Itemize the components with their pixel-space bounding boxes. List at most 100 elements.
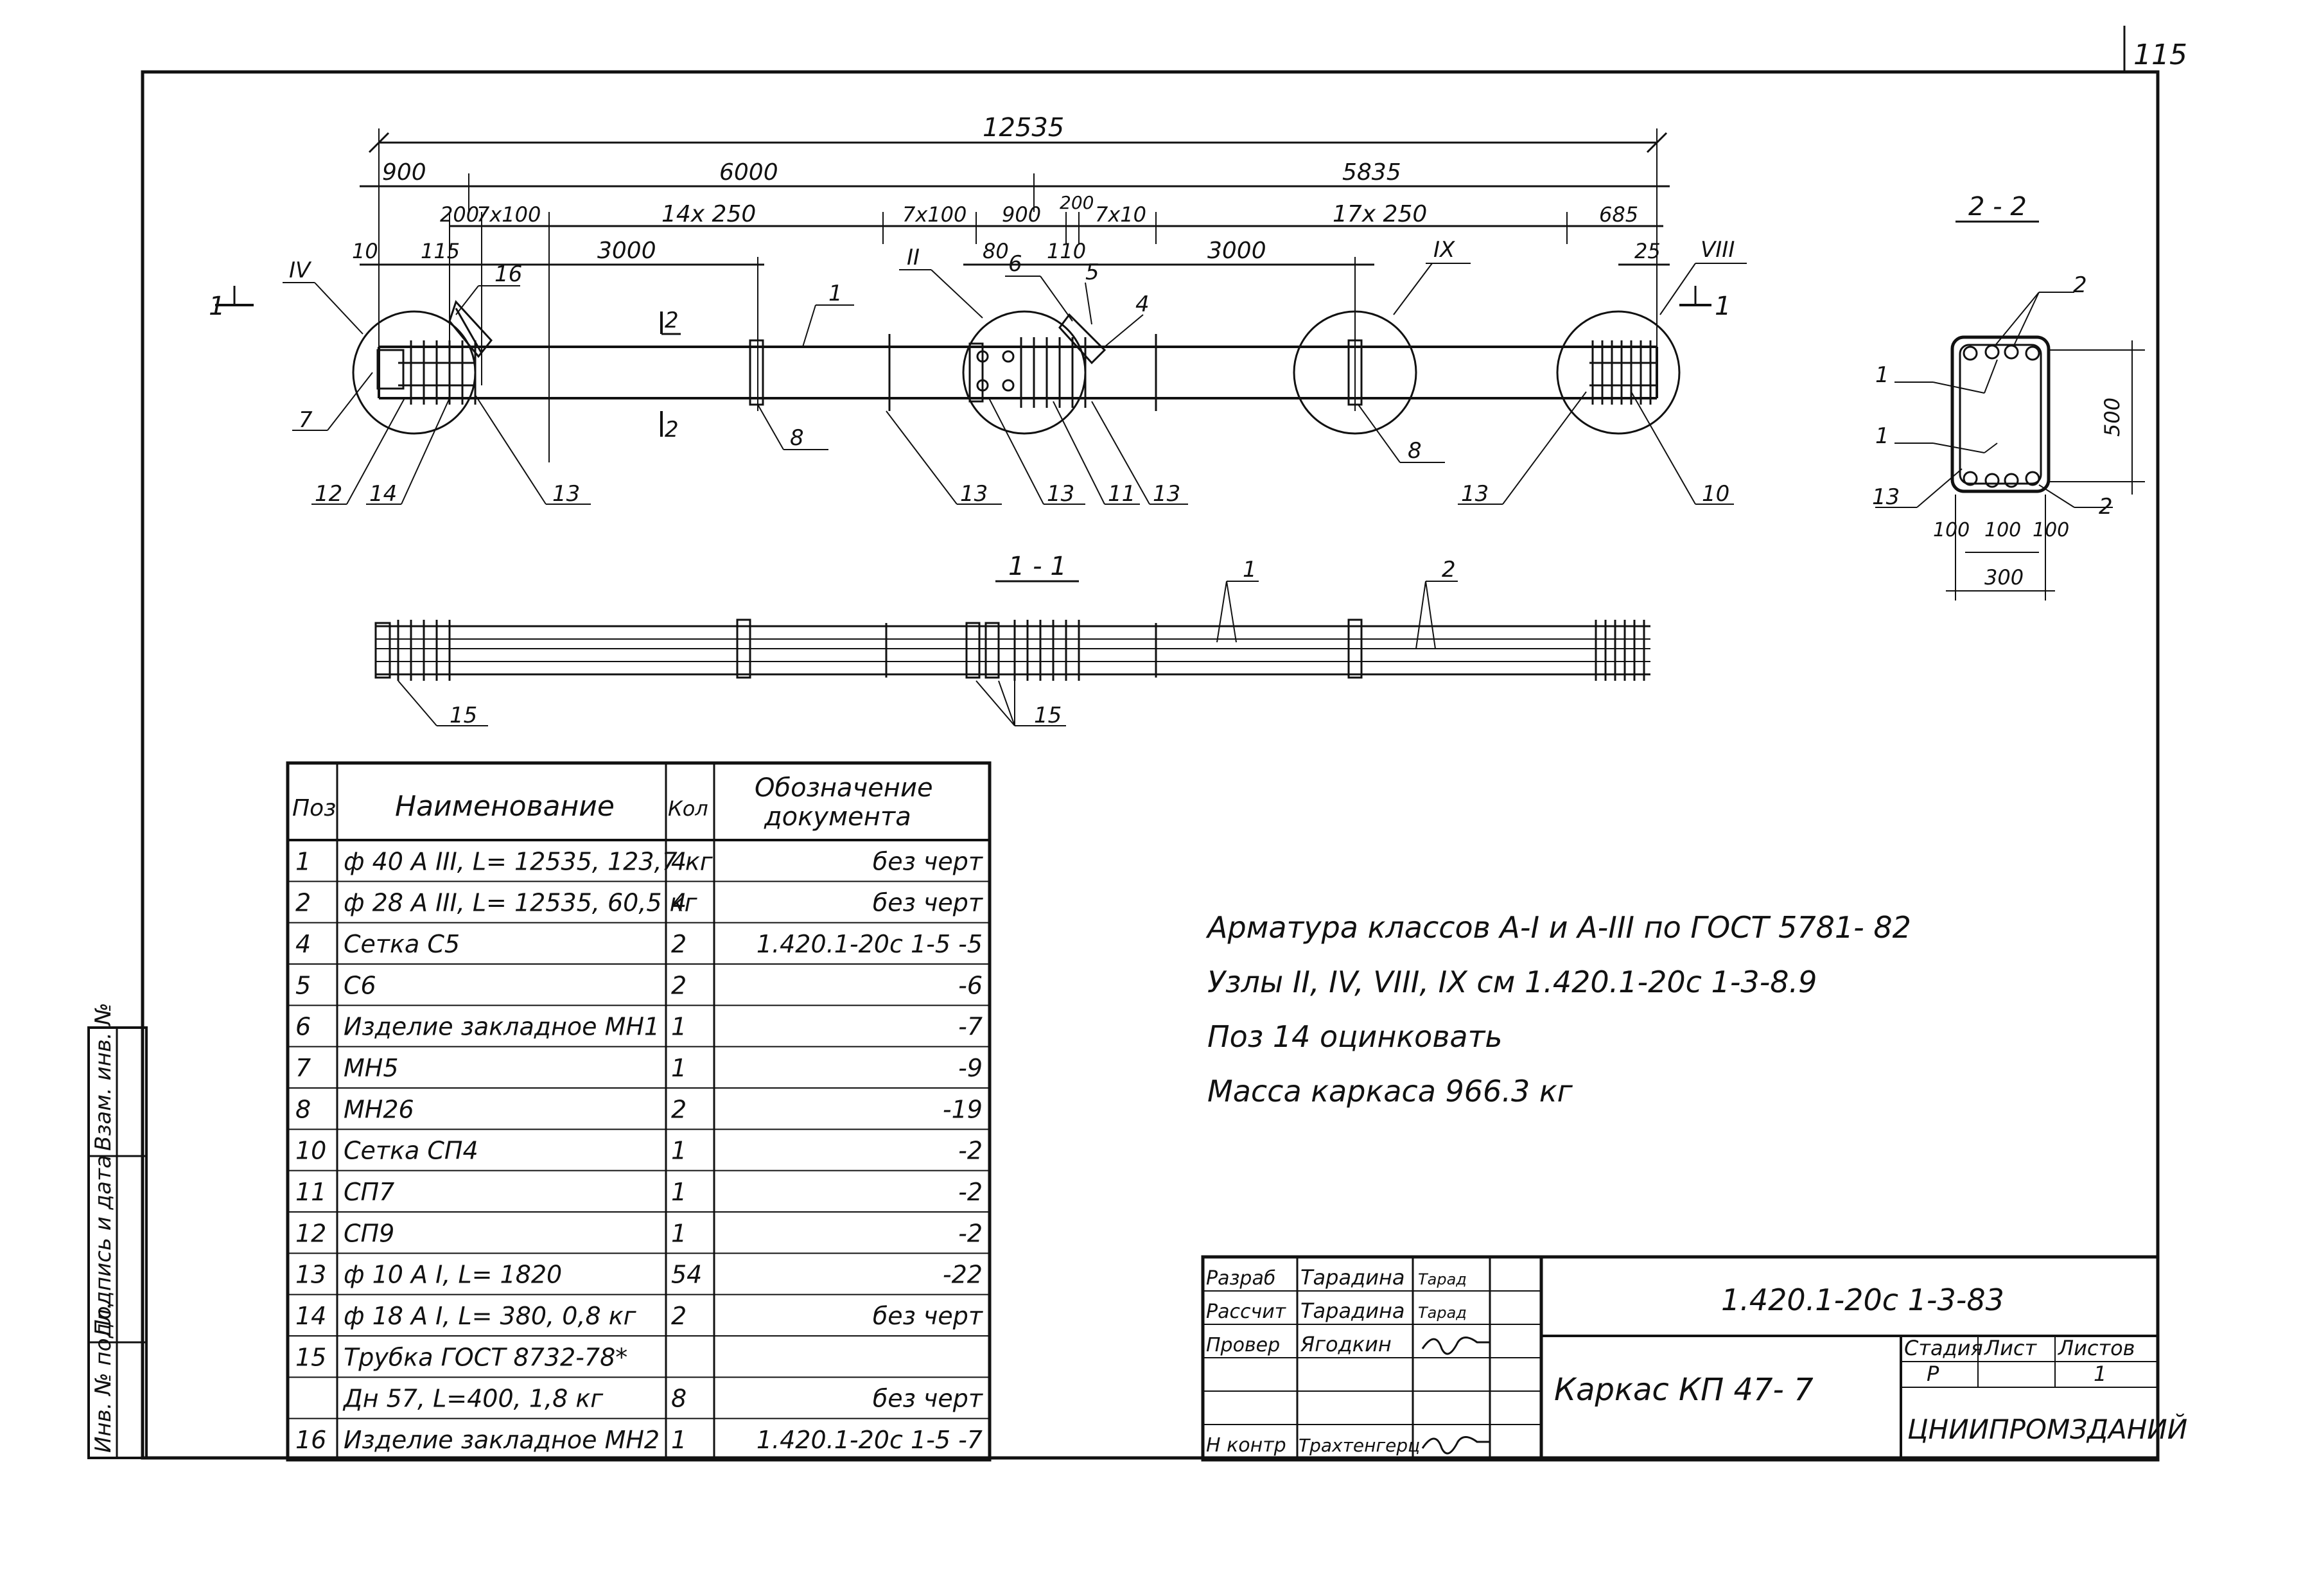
node-circle-ix <box>1293 310 1417 435</box>
plate-8-a <box>749 339 764 406</box>
spec-cell-name: СП7 <box>344 1178 394 1206</box>
side-stamp: Инв. № подл. Подпись и дата Взам. инв. № <box>87 1003 148 1459</box>
spec-cell-pos: 12 <box>295 1219 326 1247</box>
sec22-pos-13: 13 <box>1872 484 1900 510</box>
sheet-number: 115 <box>2133 39 2187 71</box>
sec11-pos-15-a: 15 <box>450 703 477 728</box>
dim-25: 25 <box>1634 239 1661 263</box>
tb-role-1: Разраб <box>1206 1267 1275 1290</box>
title-block: Разраб Рассчит Провер Н контр Тарадина Т… <box>1201 1255 2187 1462</box>
spec-cell-name: Трубка ГОСТ 8732-78* <box>344 1343 627 1371</box>
pos-13-e: 13 <box>1461 481 1489 507</box>
pos-5: 5 <box>1085 259 1099 285</box>
dim-7x100-a: 7x100 <box>477 202 541 227</box>
tb-doc-code: 1.420.1-20с 1-3-83 <box>1721 1283 2004 1317</box>
tb-name-6: Трахтенгерц <box>1299 1435 1420 1456</box>
tb-role-3: Провер <box>1206 1334 1280 1356</box>
spec-cell-pos: 16 <box>295 1426 326 1454</box>
cut-mark-1-right: 1 <box>1715 292 1731 321</box>
tb-name-2: Тарадина <box>1300 1299 1405 1323</box>
tb-stage-label: Стадия <box>1904 1336 1983 1360</box>
spec-header-doc-2: документа <box>764 802 911 832</box>
spec-cell-doc: 1.420.1-20с 1-5 -7 <box>757 1426 983 1454</box>
spec-cell-pos: 7 <box>295 1054 311 1082</box>
spec-cell-qty: 1 <box>671 1426 687 1454</box>
spec-cell-qty: 1 <box>671 1137 687 1165</box>
pos-7: 7 <box>299 407 313 433</box>
spec-cell-doc: -19 <box>943 1095 983 1123</box>
dim-685: 685 <box>1599 202 1638 227</box>
pos-8-a: 8 <box>790 425 804 451</box>
dim-115: 115 <box>421 239 460 263</box>
sec22-dim-300: 300 <box>1984 565 2024 590</box>
spec-cell-name: ф 28 A III, L= 12535, 60,5 кг <box>344 889 698 917</box>
note-2: Узлы II, IV, VIII, IX см 1.420.1-20с 1-3… <box>1207 965 1817 999</box>
pos-12: 12 <box>315 481 342 507</box>
spec-cell-name: Сетка СП4 <box>344 1137 478 1165</box>
spec-cell-qty: 8 <box>671 1385 687 1413</box>
dim-10: 10 <box>352 239 378 263</box>
dim-80: 80 <box>983 239 1009 263</box>
spec-cell-pos: 14 <box>295 1302 326 1330</box>
dim-6000: 6000 <box>719 159 778 186</box>
dim-3000-b: 3000 <box>1207 238 1266 264</box>
pos-16: 16 <box>494 261 522 287</box>
dim-17x250: 17x 250 <box>1333 201 1427 227</box>
spec-cell-qty: 4 <box>671 847 687 875</box>
pos-13-a: 13 <box>552 481 580 507</box>
spec-header-name: Наименование <box>395 790 615 823</box>
sec22-pos-1-a: 1 <box>1875 362 1889 388</box>
dim-200-a: 200 <box>440 202 479 227</box>
spec-header-qty: Кол <box>668 796 708 821</box>
spec-cell-qty: 54 <box>671 1261 702 1289</box>
tb-role-6: Н контр <box>1206 1434 1286 1457</box>
sec22-dim-100-a: 100 <box>1933 519 1970 541</box>
sec22-dim-100-b: 100 <box>1984 519 2021 541</box>
tb-name-3: Ягодкин <box>1300 1332 1392 1356</box>
pos-13-b: 13 <box>960 481 988 507</box>
spec-header-pos: Поз <box>292 795 336 821</box>
spec-cell-pos: 4 <box>295 930 311 958</box>
tb-signature-2: Тарад <box>1418 1304 1467 1322</box>
tb-org: ЦНИИПРОМЗДАНИЙ <box>1907 1413 2187 1445</box>
cut-mark-2-bottom: 2 <box>665 417 679 443</box>
dim-14x250: 14x 250 <box>661 201 756 227</box>
tb-sheets-label: Листов <box>2058 1336 2135 1360</box>
pos-13-d: 13 <box>1153 481 1180 507</box>
spec-cell-doc: без черт <box>873 1385 984 1413</box>
pos-11: 11 <box>1108 481 1135 507</box>
pos-1: 1 <box>828 281 843 306</box>
stamp-signature-date: Подпись и дата <box>91 1155 116 1336</box>
sec11-pos-1: 1 <box>1243 557 1257 583</box>
sec22-dim-500: 500 <box>2100 398 2124 437</box>
spec-cell-doc: -6 <box>958 971 983 999</box>
main-frame <box>141 70 2160 1460</box>
spec-cell-name: Сетка С5 <box>344 930 460 958</box>
spec-cell-pos: 2 <box>295 889 311 917</box>
spec-cell-qty: 2 <box>671 1095 687 1123</box>
dim-7x100-b: 7x100 <box>902 202 967 227</box>
pos-14: 14 <box>369 481 397 507</box>
note-4: Масса каркаса 966.3 кг <box>1207 1074 1573 1109</box>
spec-cell-qty: 4 <box>671 889 687 917</box>
node-label-ix: IX <box>1433 237 1455 263</box>
tb-title: Каркас КП 47- 7 <box>1554 1372 1814 1408</box>
stirrups-right <box>1589 340 1657 405</box>
spec-cell-doc: -2 <box>958 1178 983 1206</box>
pos-6: 6 <box>1008 251 1022 277</box>
stirrups-left <box>376 300 493 405</box>
pos-13-c: 13 <box>1047 481 1074 507</box>
spec-cell-doc: -2 <box>958 1137 983 1165</box>
cut-mark-2-top: 2 <box>665 308 679 333</box>
spec-cell-qty: 1 <box>671 1219 687 1247</box>
spec-cell-pos: 15 <box>295 1343 326 1371</box>
pos-10: 10 <box>1702 481 1729 507</box>
section-1-1-title: 1 - 1 <box>1008 552 1067 581</box>
dim-7x100-c: 7x10 <box>1095 202 1146 227</box>
spec-cell-name: ф 10 A I, L= 1820 <box>344 1261 562 1289</box>
spec-cell-name: Изделие закладное МН1 <box>344 1013 660 1041</box>
spec-cell-qty: 2 <box>671 971 687 999</box>
